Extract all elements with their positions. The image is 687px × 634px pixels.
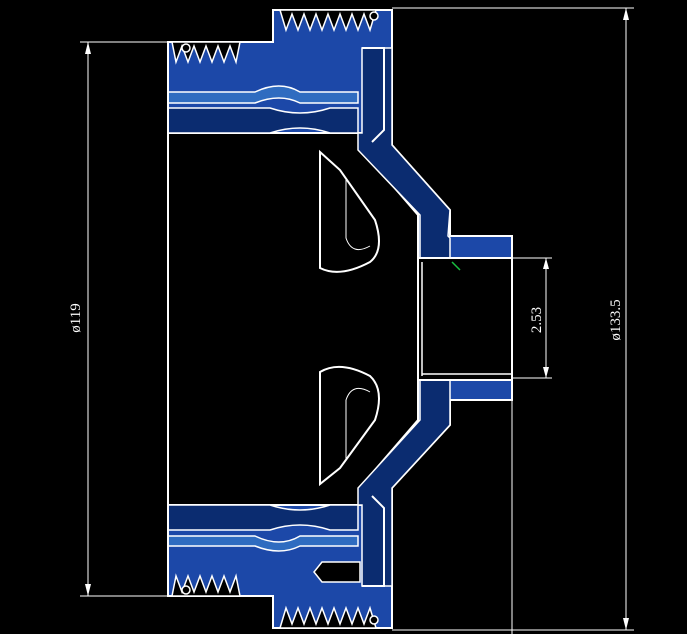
lower-rim-edge bbox=[362, 495, 385, 587]
right-arrow-bottom bbox=[623, 618, 629, 630]
right-diameter-label: ø133.5 bbox=[608, 299, 624, 340]
dimension-left: ø119 bbox=[68, 41, 168, 597]
upper-pocket-inner bbox=[345, 180, 371, 251]
upper-rim-edge bbox=[362, 47, 385, 143]
hub-dimension-label: 2.53 bbox=[529, 307, 545, 333]
center-mark bbox=[451, 261, 461, 271]
pulley-lower-half bbox=[167, 379, 513, 629]
left-diameter-label: ø119 bbox=[68, 303, 84, 332]
upper-left-bolt-mark bbox=[181, 43, 191, 53]
upper-right-bolt-mark bbox=[369, 11, 379, 21]
lower-pocket-inner bbox=[345, 387, 371, 460]
upper-right-grooves bbox=[278, 9, 378, 33]
dimension-hub: 2.53 bbox=[511, 257, 552, 634]
lower-slot bbox=[313, 561, 361, 583]
upper-belt-band bbox=[167, 85, 359, 104]
left-arrow-top bbox=[85, 42, 91, 54]
pulley-upper-half bbox=[167, 9, 513, 259]
lower-belt-band bbox=[167, 535, 359, 552]
lower-pocket-outline bbox=[319, 365, 380, 487]
lower-left-bolt-mark bbox=[181, 585, 191, 595]
hub-arrow-top bbox=[543, 258, 549, 269]
hub-bore bbox=[417, 257, 513, 381]
hub-arrow-bottom bbox=[543, 367, 549, 378]
right-arrow-top bbox=[623, 8, 629, 20]
lower-inner-web bbox=[167, 379, 451, 587]
lower-right-bolt-mark bbox=[369, 615, 379, 625]
left-arrow-bottom bbox=[85, 584, 91, 596]
hub-bore-outline bbox=[417, 257, 513, 381]
upper-pocket-outline bbox=[319, 149, 380, 273]
upper-inner-web bbox=[167, 47, 451, 259]
lower-right-grooves bbox=[278, 605, 378, 629]
dimension-right: ø133.5 bbox=[392, 7, 634, 631]
